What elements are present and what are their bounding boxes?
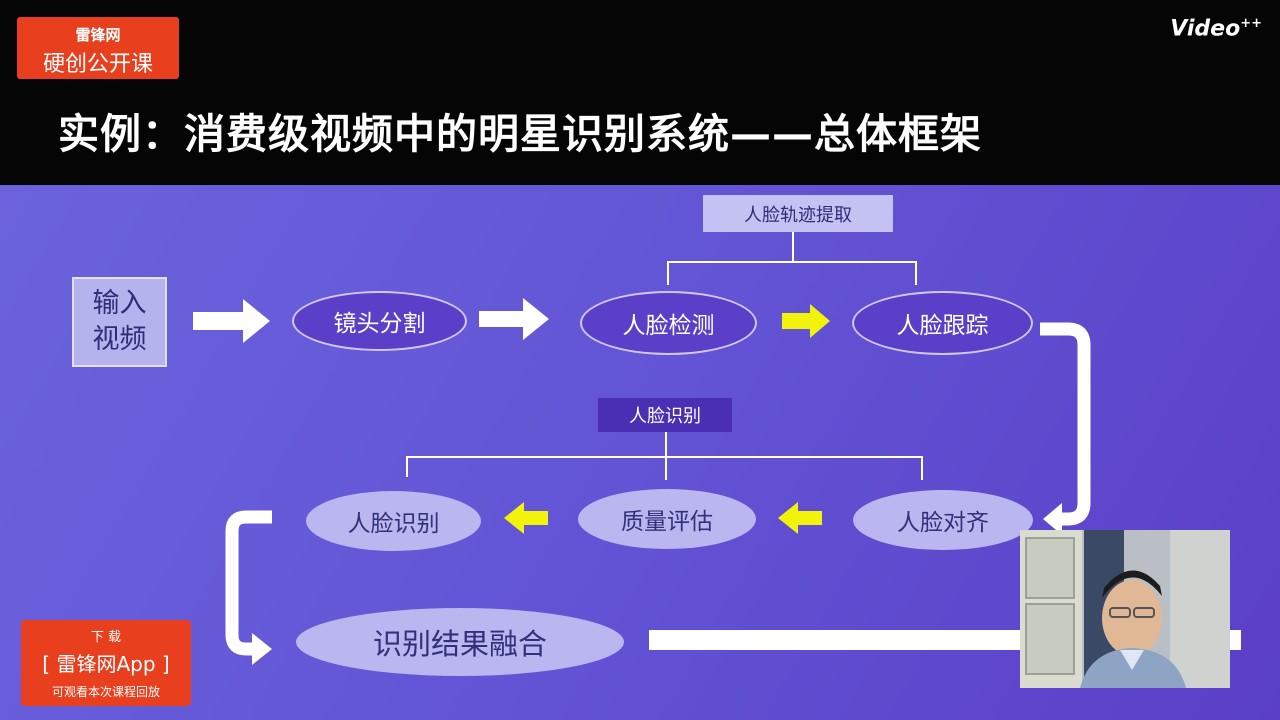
face-alignment-node: 人脸对齐 (853, 490, 1033, 550)
arrow-quality-to-recognition (504, 502, 548, 534)
brand-name: 雷锋网 (17, 24, 179, 45)
brand-badge: 雷锋网 硬创公开课 (17, 17, 179, 79)
result-fusion-node: 识别结果融合 (296, 608, 624, 676)
track-extraction-label: 人脸轨迹提取 (703, 195, 893, 232)
app-download-badge[interactable]: 下 载 [ 雷锋网App ] 可观看本次课程回放 (21, 620, 191, 706)
quality-assessment-node: 质量评估 (578, 489, 756, 549)
brand-course: 硬创公开课 (17, 46, 179, 78)
slide-title: 实例：消费级视频中的明星识别系统——总体框架 (58, 100, 982, 160)
input-video-box: 输入 视频 (72, 277, 167, 367)
face-recognition-node: 人脸识别 (306, 491, 481, 551)
video-logo: Video++ (1170, 16, 1262, 41)
presenter-webcam (1020, 530, 1230, 688)
arrow-input-to-shot (193, 299, 270, 343)
arrow-track-to-align (1040, 329, 1084, 519)
arrow-shot-to-detect (479, 298, 549, 340)
recognition-group-label: 人脸识别 (598, 398, 732, 432)
arrow-align-to-quality (778, 502, 822, 534)
presenter-avatar (1020, 530, 1230, 688)
arrow-detect-to-track (782, 304, 830, 338)
face-detection-node: 人脸检测 (580, 291, 757, 355)
shot-segmentation-node: 镜头分割 (292, 291, 467, 351)
app-name: [ 雷锋网App ] (21, 648, 191, 677)
download-label: 下 载 (21, 626, 191, 645)
face-tracking-node: 人脸跟踪 (852, 291, 1033, 355)
replay-note: 可观看本次课程回放 (21, 683, 191, 700)
arrow-recognition-to-fusion (232, 517, 272, 649)
